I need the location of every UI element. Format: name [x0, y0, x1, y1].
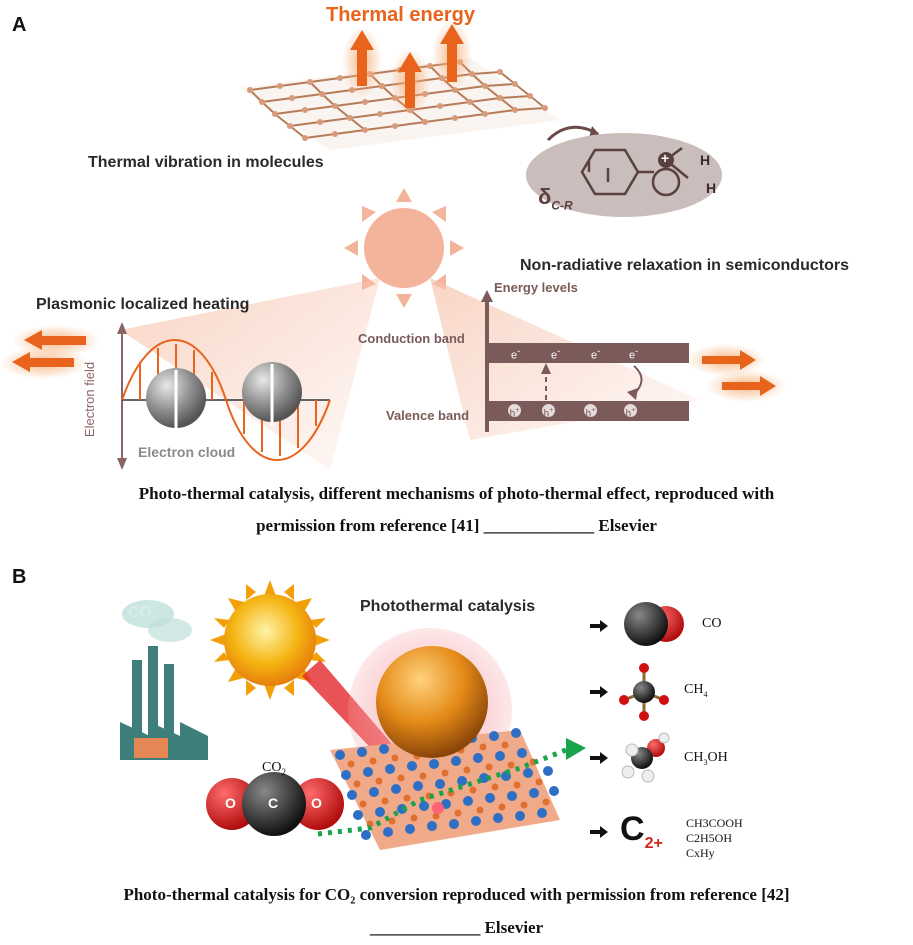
panel-b-letter: B	[12, 566, 27, 588]
c2-product-2: C2H5OH	[686, 831, 733, 845]
nanoparticle-sphere	[376, 646, 488, 758]
reaction-path	[317, 747, 567, 837]
co2-formula-label: CO2	[262, 760, 286, 777]
conduction-band	[487, 343, 689, 363]
panel-a-letter: A	[12, 14, 27, 36]
hotspot	[432, 802, 444, 814]
c2-product-3: CxHy	[686, 846, 715, 860]
energy-levels-label: Energy levels	[494, 280, 578, 295]
caption-a-line1: Photo-thermal catalysis, different mecha…	[138, 484, 775, 503]
co2-atom-c: C	[268, 795, 279, 811]
hydrogen-label-bottom: H	[706, 180, 717, 196]
panel-b-diagram	[120, 580, 684, 850]
caption-b-line2: _____________ Elsevier	[369, 918, 544, 937]
heat-arrows-left-icon	[0, 325, 100, 379]
path-arrow-icon	[566, 738, 586, 760]
delta-label: δC-R	[538, 184, 573, 213]
electron-4: e-	[629, 346, 639, 362]
hole-2: h+	[542, 404, 555, 419]
co2-molecule-icon	[206, 772, 344, 836]
carbocation-plus: +	[661, 150, 670, 166]
heat-arrows-right-icon	[686, 344, 786, 402]
hole-4: h+	[624, 404, 637, 419]
factory-icon	[120, 600, 208, 760]
thermal-energy-label: Thermal energy	[326, 4, 475, 26]
c2-product-1: CH3COOH	[686, 816, 743, 830]
valence-band-label: Valence band	[386, 408, 470, 423]
thermal-vibration-label: Thermal vibration in molecules	[88, 154, 324, 171]
panel-a-diagram	[0, 19, 786, 470]
electron-wave	[121, 339, 331, 461]
plasmonic-label: Plasmonic localized heating	[36, 296, 250, 313]
co2-atom-o-left: O	[225, 795, 236, 811]
photothermal-catalysis-label: Photothermal catalysis	[360, 598, 536, 615]
carbocation-icon	[658, 152, 674, 168]
electron-cloud-label: Electron cloud	[138, 444, 236, 460]
sun-b-icon	[210, 580, 330, 700]
co-molecule-icon	[624, 602, 684, 646]
product-ch3oh-label: CH3OH	[684, 750, 728, 767]
caption-a-line2: permission from reference [41] _________…	[256, 516, 657, 535]
ch3oh-molecule-icon	[621, 732, 670, 783]
conduction-band-label: Conduction band	[358, 331, 465, 346]
hydrogen-label-top: H	[700, 152, 711, 168]
co2-smoke-label: CO	[128, 604, 152, 621]
electron-2: e-	[551, 346, 561, 362]
nonradiative-label: Non-radiative relaxation in semiconducto…	[520, 257, 849, 274]
hole-1: h+	[508, 404, 521, 419]
electron-3: e-	[591, 346, 601, 362]
hole-3: h+	[584, 404, 597, 419]
caption-b-line1: Photo-thermal catalysis for CO₂ conversi…	[123, 885, 790, 904]
thermal-arrows-icon	[342, 19, 472, 116]
electron-field-label: Electron field	[82, 361, 98, 438]
product-c2-list: CH3COOH C2H5OH CxHy	[686, 816, 743, 861]
product-ch4-label: CH4	[684, 682, 708, 699]
product-arrows	[590, 620, 608, 838]
ch4-molecule-icon	[619, 663, 669, 721]
electron-1: e-	[511, 346, 521, 362]
product-c2-label: C2+	[620, 810, 663, 852]
co2-atom-o-right: O	[311, 795, 322, 811]
product-co-label: CO	[702, 616, 722, 631]
